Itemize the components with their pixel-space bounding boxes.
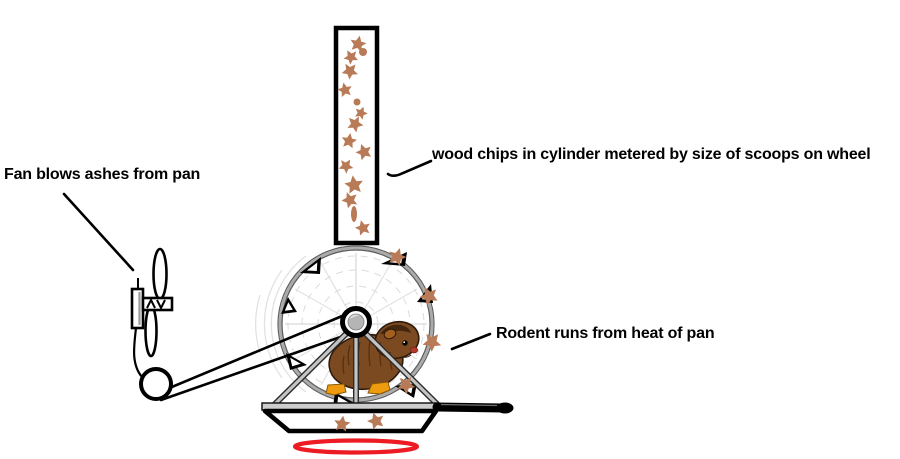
wood-chips-label-line xyxy=(386,159,433,178)
scoop xyxy=(286,353,307,370)
wood-chip xyxy=(359,48,367,56)
wheel-motion-arcs xyxy=(255,255,307,393)
rodent-label: Rodent runs from heat of pan xyxy=(496,325,715,342)
frying-pan xyxy=(262,408,439,434)
wood-chip xyxy=(351,206,357,222)
heat-glow xyxy=(292,438,420,455)
wheel-stand xyxy=(270,321,442,409)
rodent-nose xyxy=(409,346,418,354)
drive-belt xyxy=(159,312,351,402)
rodent-label-line xyxy=(450,332,492,351)
rodent-eye-glint xyxy=(403,341,406,344)
fan-pulley xyxy=(139,367,173,401)
fan-assembly xyxy=(130,247,174,401)
fan-blade-upper xyxy=(152,247,168,301)
wheel-hub xyxy=(340,306,372,338)
scoop xyxy=(300,257,321,274)
fan-drive-rod xyxy=(133,327,143,378)
fan-label: Fan blows ashes from pan xyxy=(4,166,201,183)
wood-chip xyxy=(353,98,361,106)
wood-chip-cylinder xyxy=(333,25,380,246)
rodent-eye xyxy=(402,340,408,346)
pan-group xyxy=(261,402,514,434)
wood-chips xyxy=(333,34,446,432)
fan-blade-lower xyxy=(144,304,158,358)
fan-mast xyxy=(130,287,145,330)
wood-chips-label: wood chips in cylinder metered by size o… xyxy=(432,146,871,163)
rodent-front-foot xyxy=(367,381,391,395)
scoop xyxy=(281,297,297,314)
rodent-rear-foot xyxy=(325,383,347,396)
fan-label-line xyxy=(62,192,135,272)
pan-handle-end xyxy=(496,402,514,414)
rodent-ear xyxy=(383,328,397,340)
rodent-mouth xyxy=(402,354,412,358)
pan-handle xyxy=(432,402,508,413)
fan-hub-glyphs xyxy=(146,297,166,311)
annotation-lines xyxy=(62,159,492,351)
